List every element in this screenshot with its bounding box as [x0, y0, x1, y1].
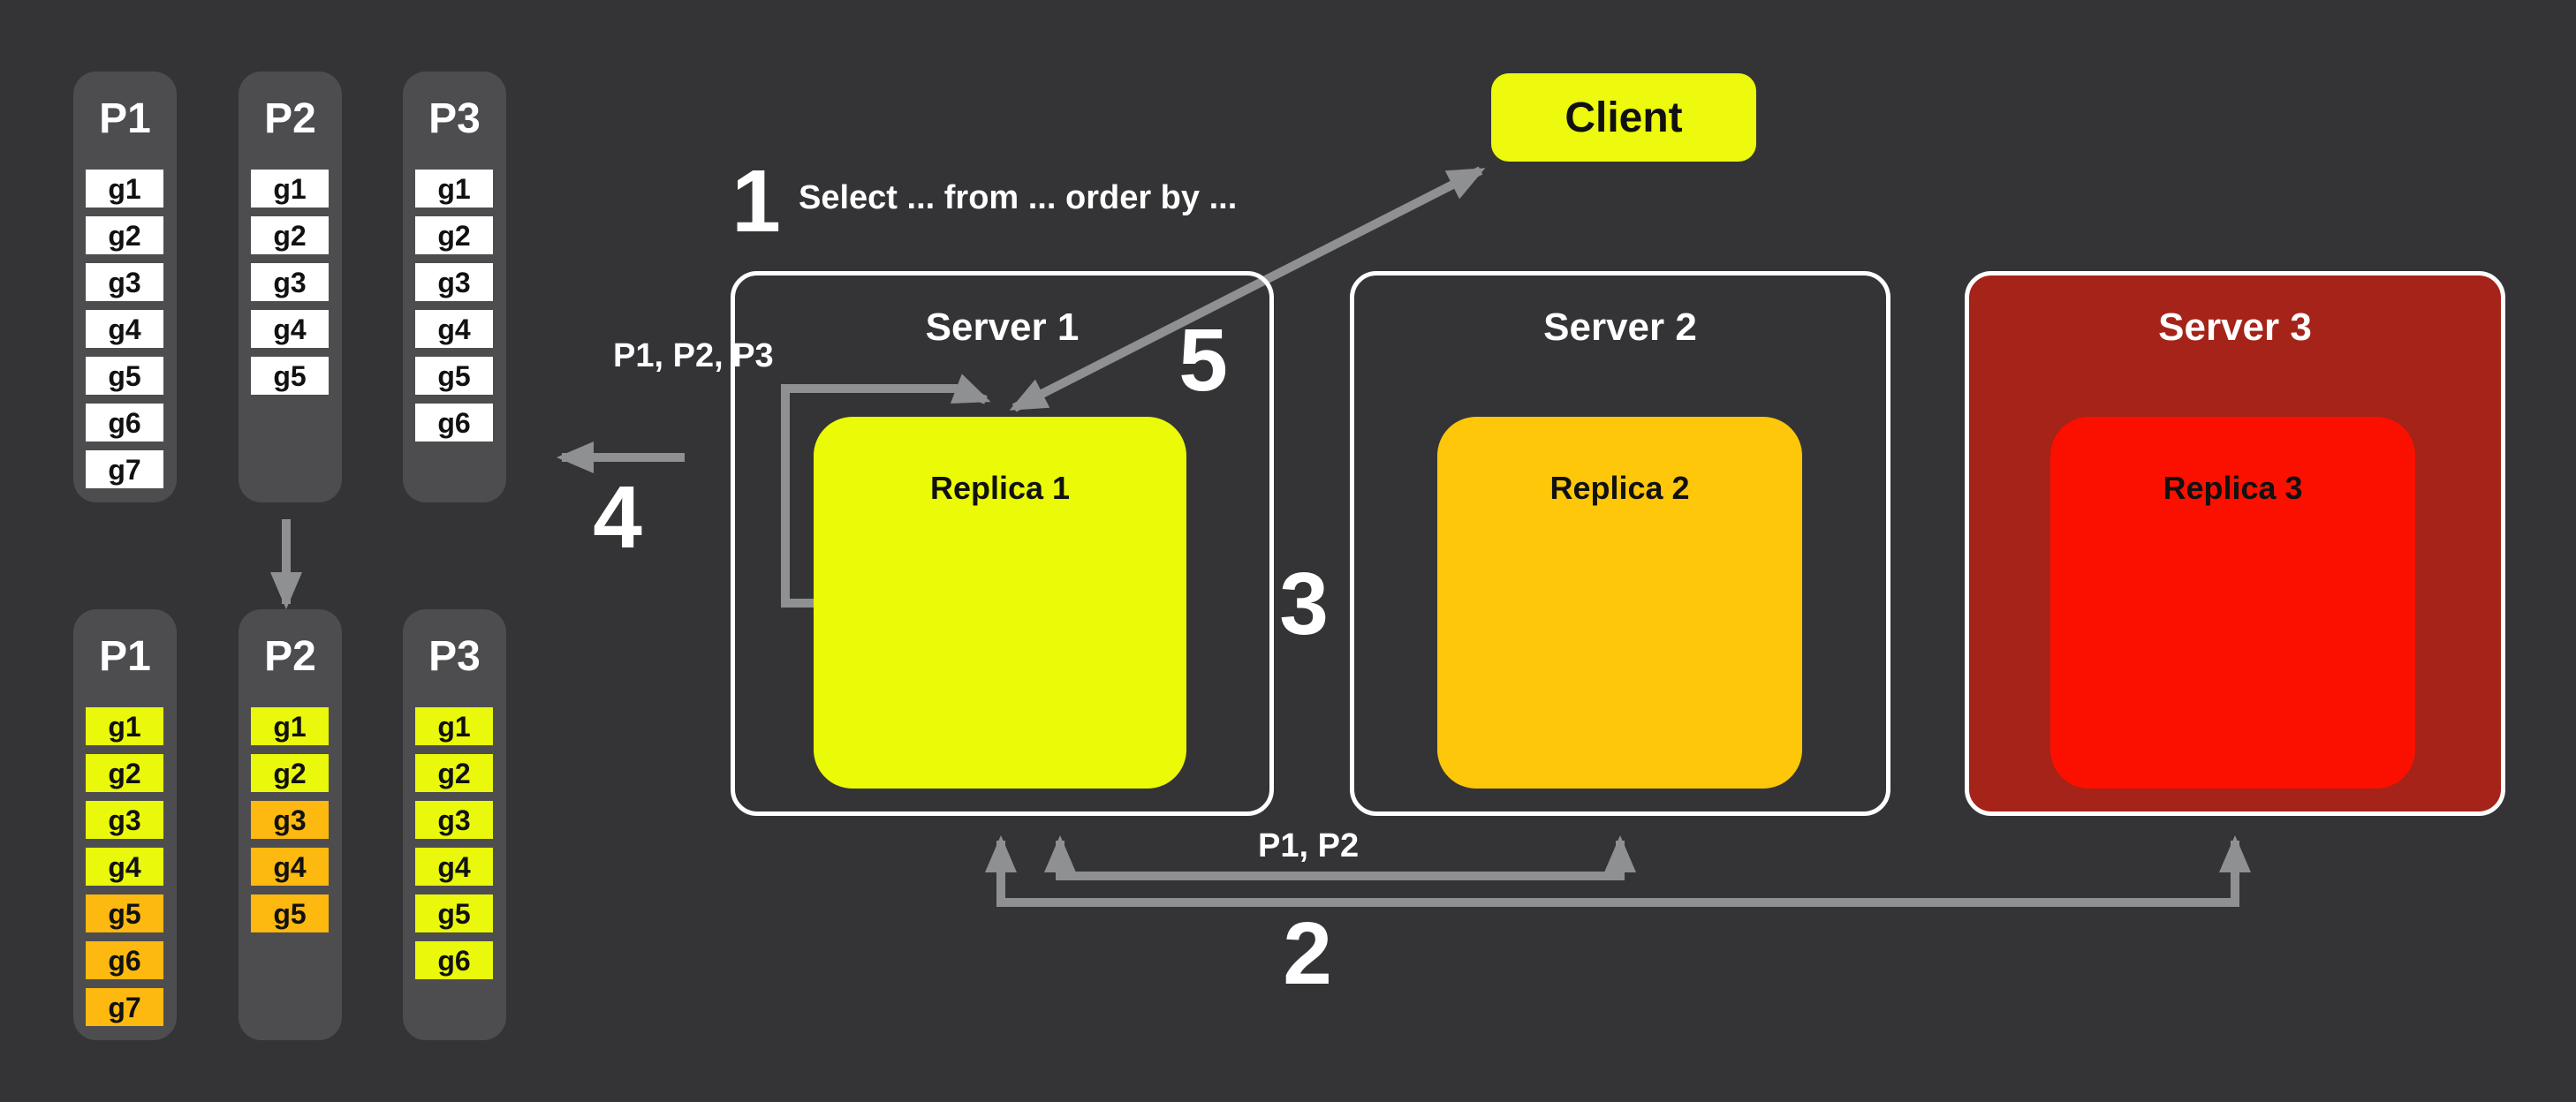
scatter-arrow-server3 [985, 835, 2251, 907]
partition-title: P1 [99, 95, 151, 142]
partition-cell-g2: g2 [251, 216, 329, 254]
client-box: Client [1491, 73, 1756, 162]
partition-cells: g1 g2 g3 g4 g5 g6 g7 [86, 170, 163, 497]
partition-column-p1-unsorted: P1 g1 g2 g3 g4 g5 g6 g7 [73, 72, 177, 502]
route-partitions-label: P1, P2, P3 [613, 337, 774, 374]
partition-column-p3-unsorted: P3 g1 g2 g3 g4 g5 g6 [403, 72, 506, 502]
partition-cells: g1 g2 g3 g4 g5 g6 [415, 707, 493, 988]
step-3-number: 3 [1279, 555, 1329, 653]
partition-cell-g3: g3 [251, 263, 329, 301]
partition-cells: g1 g2 g3 g4 g5 g6 g7 [86, 707, 163, 1035]
partition-cell-g6: g6 [415, 404, 493, 442]
scatter-partitions-label: P1, P2 [1258, 827, 1360, 864]
partition-column-p1-sorted: P1 g1 g2 g3 g4 g5 g6 g7 [73, 609, 177, 1040]
partition-title: P2 [264, 633, 316, 680]
partition-cell-g3: g3 [86, 801, 163, 839]
partition-column-p2-sorted: P2 g1 g2 g3 g4 g5 [239, 609, 342, 1040]
partition-cell-g4: g4 [251, 310, 329, 348]
partition-title: P2 [264, 95, 316, 142]
partition-cell-g6: g6 [415, 941, 493, 979]
step-2-number: 2 [1283, 904, 1332, 1003]
partition-cell-g1: g1 [415, 170, 493, 208]
partition-cell-g3: g3 [415, 801, 493, 839]
replica-1-box: Replica 1 [814, 417, 1186, 789]
partition-cell-g5: g5 [251, 894, 329, 932]
partition-cells: g1 g2 g3 g4 g5 g6 [415, 170, 493, 450]
partition-cell-g4: g4 [86, 848, 163, 886]
partition-cell-g5: g5 [251, 357, 329, 395]
partition-column-p2-unsorted: P2 g1 g2 g3 g4 g5 [239, 72, 342, 502]
replica-3-box: Replica 3 [2050, 417, 2415, 789]
partition-cell-g5: g5 [86, 894, 163, 932]
partition-cell-g7: g7 [86, 988, 163, 1026]
partition-cell-g5: g5 [415, 894, 493, 932]
partition-cell-g5: g5 [415, 357, 493, 395]
step-1-number: 1 [731, 152, 781, 251]
partition-group-sorted: P1 g1 g2 g3 g4 g5 g6 g7 P2 g1 g2 g3 g4 g5 P3 g1 g2 g3 g4 g5… [73, 609, 515, 1040]
partition-cell-g7: g7 [86, 450, 163, 488]
partition-cell-g1: g1 [86, 707, 163, 745]
partition-cell-g3: g3 [86, 263, 163, 301]
partition-title: P3 [428, 95, 481, 142]
partition-cell-g1: g1 [251, 707, 329, 745]
step-5-number: 5 [1178, 311, 1228, 410]
partition-cell-g2: g2 [415, 754, 493, 792]
replica-1-label: Replica 1 [929, 470, 1071, 506]
partition-cell-g5: g5 [86, 357, 163, 395]
partition-title: P3 [428, 633, 481, 680]
server-1-box: Server 1 [731, 271, 1274, 816]
partition-title: P1 [99, 633, 151, 680]
partition-cell-g2: g2 [86, 754, 163, 792]
server-2-label: Server 2 [1543, 306, 1697, 349]
replica1-local-sort-loop-arrow [781, 374, 991, 608]
partition-cell-g2: g2 [415, 216, 493, 254]
partition-cell-g2: g2 [251, 754, 329, 792]
partition-cell-g4: g4 [415, 310, 493, 348]
step-4-number: 4 [593, 468, 642, 567]
replica-3-label: Replica 3 [2163, 470, 2303, 506]
partition-cell-g4: g4 [251, 848, 329, 886]
partition-cell-g2: g2 [86, 216, 163, 254]
partition-cell-g3: g3 [251, 801, 329, 839]
partition-group-unsorted: P1 g1 g2 g3 g4 g5 g6 g7 P2 g1 g2 g3 g4 g5 P3 g1 g2 g3 g4 g5… [73, 72, 515, 502]
server-2-box: Server 2 [1350, 271, 1890, 816]
partition-cell-g6: g6 [86, 404, 163, 442]
partition-cell-g4: g4 [86, 310, 163, 348]
partition-cell-g1: g1 [251, 170, 329, 208]
client-label: Client [1565, 94, 1683, 141]
server-1-label: Server 1 [925, 306, 1080, 349]
partition-cell-g1: g1 [86, 170, 163, 208]
partition-cells: g1 g2 g3 g4 g5 [251, 170, 329, 404]
partition-cell-g3: g3 [415, 263, 493, 301]
partition-cell-g1: g1 [415, 707, 493, 745]
partition-cells: g1 g2 g3 g4 g5 [251, 707, 329, 941]
replica-2-label: Replica 2 [1549, 470, 1690, 506]
partition-column-p3-sorted: P3 g1 g2 g3 g4 g5 g6 [403, 609, 506, 1040]
partition-cell-g6: g6 [86, 941, 163, 979]
replica-2-box: Replica 2 [1437, 417, 1802, 789]
server-3-label: Server 3 [2158, 306, 2312, 349]
partition-cell-g4: g4 [415, 848, 493, 886]
query-text-label: Select ... from ... order by ... [799, 179, 1238, 216]
